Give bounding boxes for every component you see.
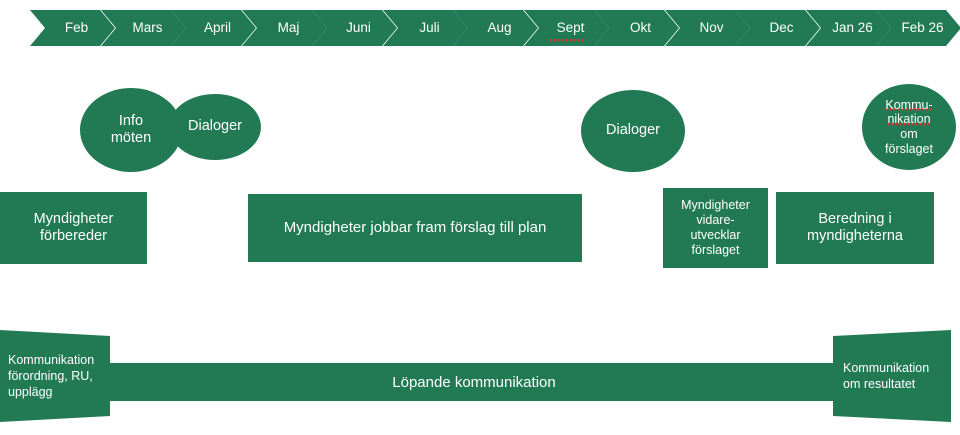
timeline-month-label: Aug: [487, 20, 512, 35]
timeline-month-label: Feb 26: [901, 20, 944, 35]
communication-ongoing-bar[interactable]: Löpande kommunikation: [110, 363, 838, 401]
timeline-month-label: Dec: [769, 20, 794, 35]
timeline-month-jan-26[interactable]: Jan 26: [806, 10, 891, 46]
activity-ellipse-dialoger-1-label: Dialoger: [188, 118, 242, 135]
timeline-month-label: Feb: [64, 20, 89, 35]
timeline-month-label: Maj: [277, 20, 300, 35]
timeline-month-label: Juli: [419, 20, 440, 35]
timeline-month-feb[interactable]: Feb: [30, 10, 115, 46]
timeline-month-juli[interactable]: Juli: [383, 10, 468, 46]
month-timeline: Feb Mars April Maj Juni Juli Aug Sept Okt Nov Dec J…: [30, 10, 946, 46]
timeline-month-label: Mars: [132, 20, 163, 35]
activity-ellipse-dialoger-2[interactable]: Dialoger: [581, 90, 685, 172]
workstream-box-myndigheter-jobbar-fram-label: Myndigheter jobbar fram förslag till pla…: [283, 219, 547, 236]
timeline-month-label: Juni: [346, 20, 371, 35]
timeline-month-label: Jan 26: [832, 20, 873, 35]
communication-ongoing-label: Löpande kommunikation: [392, 373, 556, 391]
timeline-month-label: Nov: [699, 20, 724, 35]
workstream-box-myndigheter-jobbar-fram[interactable]: Myndigheter jobbar fram förslag till pla…: [248, 194, 582, 262]
activity-ellipse-dialoger-2-label: Dialoger: [606, 122, 660, 139]
activity-ellipse-dialoger-1[interactable]: Dialoger: [167, 92, 263, 162]
timeline-month-label: Sept: [549, 10, 585, 46]
timeline-month-label: April: [203, 20, 231, 35]
timeline-month-label: Okt: [629, 20, 651, 35]
